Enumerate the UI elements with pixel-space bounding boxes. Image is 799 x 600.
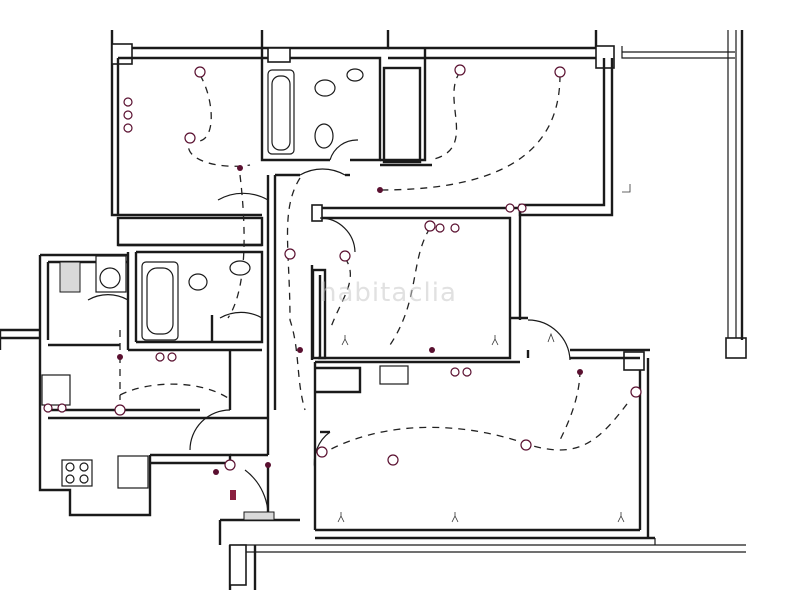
wall-outlet-marks xyxy=(337,184,631,523)
wall-switch-icon xyxy=(117,165,583,500)
stove-icon xyxy=(61,459,93,487)
walls xyxy=(0,30,747,590)
doors xyxy=(87,139,571,521)
toilet-icon xyxy=(314,123,334,149)
electrical-wiring xyxy=(119,71,631,456)
socket-icon xyxy=(43,97,527,413)
fixtures xyxy=(41,68,409,521)
ceiling-light-icon xyxy=(114,64,642,471)
watermark: habitaclia xyxy=(320,278,457,308)
sink-icon xyxy=(314,79,336,97)
electrical-symbols xyxy=(43,64,642,523)
